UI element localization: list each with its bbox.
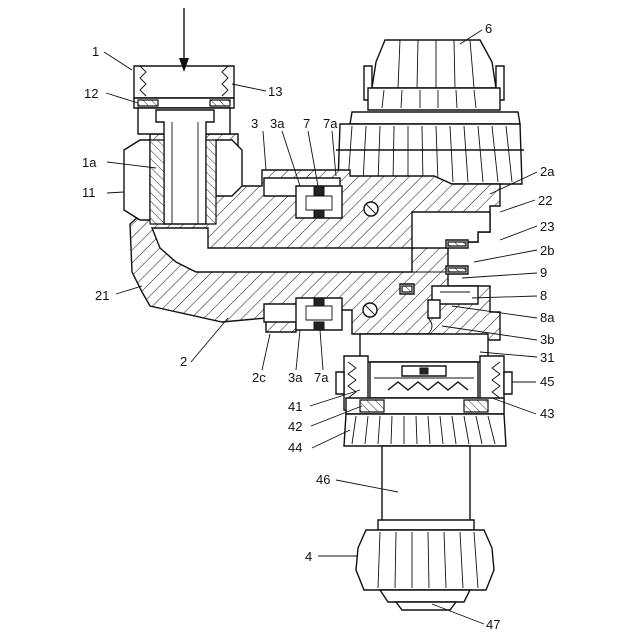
label-1: 1	[92, 44, 99, 59]
label-21: 21	[95, 288, 109, 303]
side-nut-11	[124, 140, 150, 220]
label-2: 2	[180, 354, 187, 369]
label-7: 7	[303, 116, 310, 131]
upper-knob-6	[336, 40, 524, 184]
label-8a: 8a	[540, 310, 555, 325]
bottom-knob-4	[356, 530, 494, 610]
label-42: 42	[288, 419, 302, 434]
label-46: 46	[316, 472, 330, 487]
label-3: 3	[251, 116, 258, 131]
label-45: 45	[540, 374, 554, 389]
label-44: 44	[288, 440, 302, 455]
label-1a: 1a	[82, 155, 97, 170]
label-8: 8	[540, 288, 547, 303]
label-22: 22	[538, 193, 552, 208]
inner-tube-1a	[156, 110, 214, 224]
label-11: 11	[82, 185, 96, 200]
label-31: 31	[540, 350, 554, 365]
valve-3b	[428, 300, 440, 318]
label-43: 43	[540, 406, 554, 421]
label-13: 13	[268, 84, 282, 99]
label-41: 41	[288, 399, 302, 414]
label-12: 12	[84, 86, 98, 101]
label-2c: 2c	[252, 370, 266, 385]
label-2a: 2a	[540, 164, 555, 179]
label-7a-bottom: 7a	[314, 370, 329, 385]
label-2b: 2b	[540, 243, 554, 258]
label-3a-bottom: 3a	[288, 370, 303, 385]
label-4: 4	[305, 549, 312, 564]
lower-assembly	[336, 334, 512, 446]
stem-46	[382, 446, 470, 524]
label-3a-top: 3a	[270, 116, 285, 131]
label-23: 23	[540, 219, 554, 234]
label-3b: 3b	[540, 332, 554, 347]
label-47: 47	[486, 617, 500, 632]
label-6: 6	[485, 21, 492, 36]
label-9: 9	[540, 265, 547, 280]
label-7a-top: 7a	[323, 116, 338, 131]
